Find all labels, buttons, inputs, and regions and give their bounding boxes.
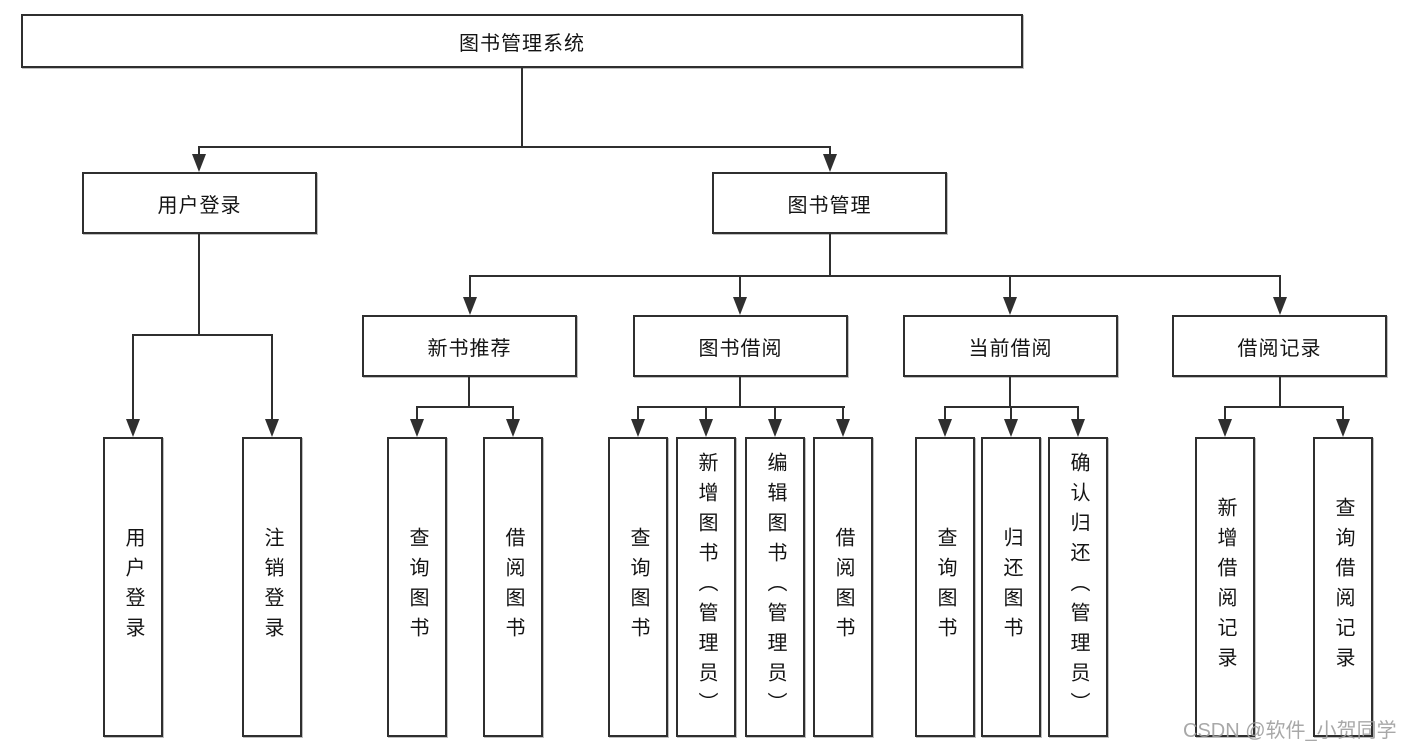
- leaf-confirm-return-admin-label: 确认归还（管理员）: [1067, 452, 1089, 722]
- leaf-recommend-borrow-book-label: 借阅图书: [502, 527, 524, 647]
- leaf-user-login-label: 用户登录: [122, 527, 144, 647]
- leaf-recommend-borrow-book: 借阅图书: [483, 437, 543, 737]
- csdn-watermark: CSDN @软件_小贺同学: [1183, 720, 1397, 742]
- leaf-recommend-query-book: 查询图书: [387, 437, 447, 737]
- connector-borrow-leaf2-drop: [705, 406, 707, 421]
- connector-current-leaf2-drop: [1010, 406, 1012, 421]
- connector-current-leaf1-drop: [944, 406, 946, 421]
- node-user-login: 用户登录: [82, 172, 317, 234]
- connector-recommend-leaf1-drop: [416, 406, 418, 421]
- arrow-to-borrow-records: [1273, 297, 1287, 315]
- arrow-to-current-borrow: [1003, 297, 1017, 315]
- connector-records-stem: [1279, 377, 1281, 408]
- leaf-edit-book-admin: 编辑图书（管理员）: [745, 437, 805, 737]
- arrow-to-leaf-edit-book: [768, 419, 782, 437]
- leaf-return-book-label: 归还图书: [1000, 527, 1022, 647]
- arrow-to-leaf-borrow-book-2: [836, 419, 850, 437]
- connector-recommend-drop: [469, 275, 471, 299]
- connector-records-leaf2-drop: [1342, 406, 1344, 421]
- arrow-to-book-borrow: [733, 297, 747, 315]
- arrow-to-book-management: [823, 154, 837, 172]
- leaf-query-borrow-record: 查询借阅记录: [1313, 437, 1373, 737]
- leaf-logout-label: 注销登录: [261, 527, 283, 647]
- node-root-label: 图书管理系统: [459, 32, 585, 55]
- arrow-to-leaf-add-record: [1218, 419, 1232, 437]
- arrow-to-leaf-query-book-2: [631, 419, 645, 437]
- leaf-borrow-borrow-book: 借阅图书: [813, 437, 873, 737]
- connector-records-drop: [1279, 275, 1281, 299]
- node-book-management: 图书管理: [712, 172, 947, 234]
- connector-root-stem: [521, 68, 523, 147]
- node-new-book-recommend: 新书推荐: [362, 315, 577, 377]
- node-book-borrow-label: 图书借阅: [698, 337, 783, 360]
- connector-current-stem: [1009, 377, 1011, 408]
- leaf-current-query-book: 查询图书: [915, 437, 975, 737]
- connector-records-rail: [1224, 406, 1344, 408]
- node-root-system: 图书管理系统: [21, 14, 1023, 68]
- connector-borrow-leaf4-drop: [842, 406, 844, 421]
- leaf-add-book-admin: 新增图书（管理员）: [676, 437, 736, 737]
- connector-bookmgmt-stem: [829, 234, 831, 277]
- leaf-borrow-query-book: 查询图书: [608, 437, 668, 737]
- connector-borrow-leaf3-drop: [774, 406, 776, 421]
- arrow-to-leaf-confirm-return: [1071, 419, 1085, 437]
- connector-login-drop: [198, 146, 200, 156]
- arrow-to-leaf-logout: [265, 419, 279, 437]
- connector-records-leaf1-drop: [1224, 406, 1226, 421]
- node-borrow-records-label: 借阅记录: [1237, 337, 1322, 360]
- leaf-edit-book-admin-label: 编辑图书（管理员）: [764, 452, 786, 722]
- connector-login-stem: [198, 234, 200, 336]
- connector-borrow-rail: [637, 406, 845, 408]
- node-new-book-recommend-label: 新书推荐: [427, 337, 512, 360]
- connector-level3-rail: [469, 275, 1281, 277]
- arrow-to-leaf-user-login: [126, 419, 140, 437]
- leaf-borrow-query-book-label: 查询图书: [627, 527, 649, 647]
- leaf-return-book: 归还图书: [981, 437, 1041, 737]
- arrow-to-new-book-recommend: [463, 297, 477, 315]
- connector-recommend-rail: [416, 406, 514, 408]
- leaf-add-borrow-record-label: 新增借阅记录: [1214, 497, 1236, 677]
- leaf-add-borrow-record: 新增借阅记录: [1195, 437, 1255, 737]
- node-user-login-label: 用户登录: [157, 194, 242, 217]
- connector-borrow-stem: [739, 377, 741, 408]
- connector-current-leaf3-drop: [1077, 406, 1079, 421]
- arrow-to-leaf-query-book-3: [938, 419, 952, 437]
- connector-borrow-leaf1-drop: [637, 406, 639, 421]
- node-current-borrow-label: 当前借阅: [968, 337, 1053, 360]
- node-borrow-records: 借阅记录: [1172, 315, 1387, 377]
- leaf-current-query-book-label: 查询图书: [934, 527, 956, 647]
- connector-current-drop: [1009, 275, 1011, 299]
- node-current-borrow: 当前借阅: [903, 315, 1118, 377]
- leaf-logout: 注销登录: [242, 437, 302, 737]
- connector-bookmgmt-drop: [829, 146, 831, 156]
- connector-recommend-stem: [468, 377, 470, 408]
- leaf-user-login: 用户登录: [103, 437, 163, 737]
- connector-login-rail: [132, 334, 273, 336]
- leaf-add-book-admin-label: 新增图书（管理员）: [695, 452, 717, 722]
- node-book-borrow: 图书借阅: [633, 315, 848, 377]
- connector-login-leaf1-drop: [132, 334, 134, 420]
- connector-borrow-drop: [739, 275, 741, 299]
- leaf-recommend-query-book-label: 查询图书: [406, 527, 428, 647]
- leaf-query-borrow-record-label: 查询借阅记录: [1332, 497, 1354, 677]
- arrow-to-leaf-query-record: [1336, 419, 1350, 437]
- arrow-to-leaf-add-book: [699, 419, 713, 437]
- leaf-confirm-return-admin: 确认归还（管理员）: [1048, 437, 1108, 737]
- connector-level2-rail: [198, 146, 831, 148]
- arrow-to-leaf-return-book: [1004, 419, 1018, 437]
- node-book-management-label: 图书管理: [787, 194, 872, 217]
- arrow-to-leaf-borrow-book-1: [506, 419, 520, 437]
- connector-recommend-leaf2-drop: [512, 406, 514, 421]
- arrow-to-leaf-query-book-1: [410, 419, 424, 437]
- arrow-to-user-login: [192, 154, 206, 172]
- leaf-borrow-borrow-book-label: 借阅图书: [832, 527, 854, 647]
- connector-login-leaf2-drop: [271, 334, 273, 420]
